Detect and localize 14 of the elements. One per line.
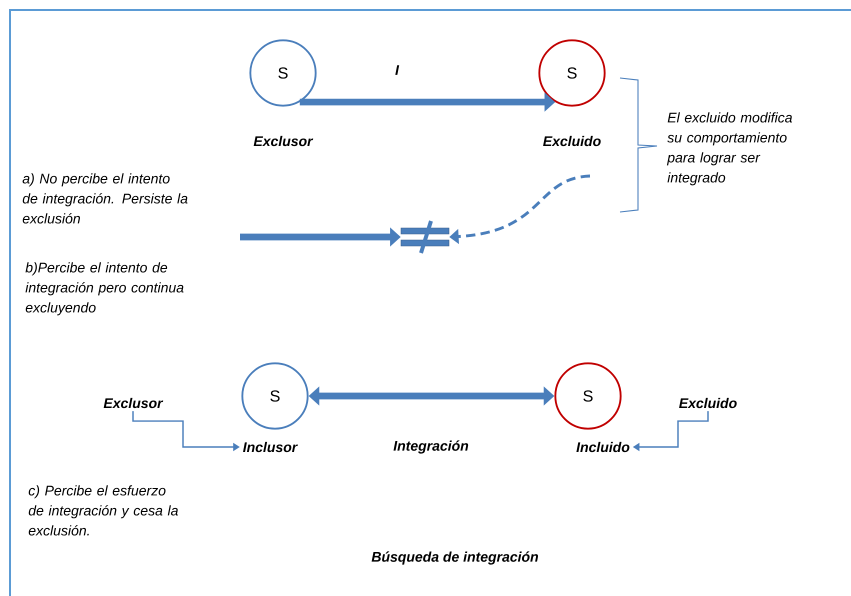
text-label: Exclusor	[104, 398, 164, 408]
text-label: Inclusor	[243, 442, 298, 452]
text-label: Excluido	[679, 398, 737, 408]
edge-label: I	[394, 64, 400, 76]
note-text: a) No percibe el intento de integración. Persiste la exclusión	[22, 173, 188, 224]
not-equal-sign	[400, 220, 450, 254]
note-text: b)Percibe el intento de integración pero continua excluyendo	[25, 262, 184, 316]
node-caption: Exclusor	[254, 136, 314, 146]
edge-label: Integración	[392, 439, 470, 455]
caption: Búsqueda de integración	[372, 551, 538, 565]
note-text: c) Percibe el esfuerzo de integración y cesa la exclusión.	[28, 485, 178, 536]
note-text: El excluido modifica su comportamiento para lograr ser integrado	[666, 112, 792, 186]
text-label: Incluido	[576, 442, 630, 452]
node-caption: Excluido	[543, 136, 601, 146]
